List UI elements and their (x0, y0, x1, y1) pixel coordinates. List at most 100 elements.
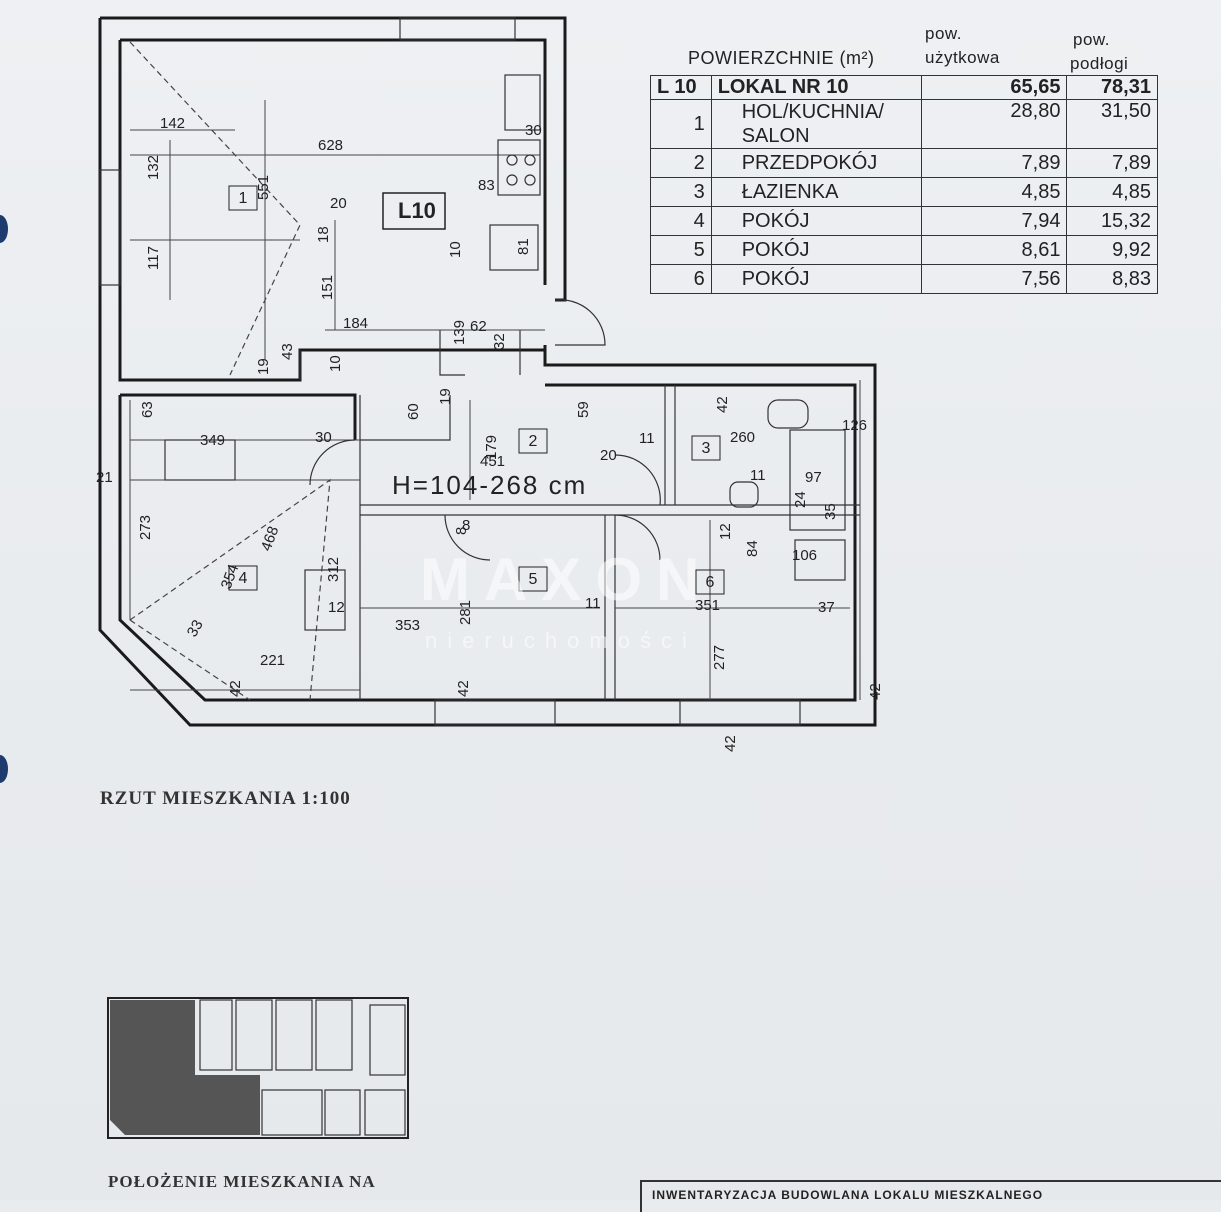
room-number-box (691, 435, 721, 461)
row-usable: 7,56 (920, 264, 1068, 294)
dimension-label: 37 (818, 599, 835, 616)
dimension-label: 11 (639, 430, 655, 447)
dimension-label: 8 (453, 527, 470, 535)
row-name: POKÓJ (710, 206, 922, 236)
room-number: 2 (529, 433, 538, 450)
row-floor: 4,85 (1066, 177, 1158, 207)
dimension-label: 81 (515, 238, 532, 255)
watermark-sub: nieruchomości (425, 628, 697, 653)
dimension-label: 20 (600, 447, 617, 464)
room-number: 3 (702, 440, 711, 457)
punch-hole (0, 215, 8, 243)
dimension-label: 21 (96, 469, 113, 486)
dimension-label: 8 (462, 517, 470, 534)
col-floor-line2: podłogi (1070, 54, 1129, 73)
dimension-label: 42 (455, 680, 472, 697)
dimension-label: 20 (330, 195, 347, 212)
dimension-label: 139 (451, 320, 468, 345)
dimension-label: 179 (483, 435, 500, 460)
row-floor: 7,89 (1066, 148, 1158, 178)
dimension-label: 30 (525, 122, 542, 139)
punch-hole (0, 755, 8, 783)
row-name: POKÓJ (710, 264, 922, 294)
watermark: MAXON (420, 546, 714, 613)
dimension-label: 24 (792, 491, 809, 508)
dimension-label: 11 (585, 595, 601, 612)
row-floor: 8,83 (1066, 264, 1158, 294)
dimension-label: 312 (325, 557, 342, 582)
bottom-title-box: INWENTARYZACJA BUDOWLANA LOKALU MIESZKAL… (640, 1180, 1221, 1212)
dimension-label: 184 (343, 315, 368, 332)
dimension-label: 32 (491, 333, 508, 350)
dimension-label: 353 (395, 617, 420, 634)
dimension-label: 349 (200, 432, 225, 449)
row-name: POKÓJ (710, 235, 922, 265)
dimension-label: 42 (227, 680, 244, 697)
table-row: 2 PRZEDPOKÓJ 7,89 7,89 (650, 148, 1158, 178)
row-no: 3 (650, 177, 712, 207)
plan-scale-caption: RZUT MIESZKANIA 1:100 (100, 788, 351, 809)
dimension-label: 12 (717, 523, 734, 540)
dimension-label: 151 (319, 275, 336, 300)
dimension-label: 33 (184, 617, 207, 640)
dimension-label: 42 (867, 683, 884, 700)
dimension-label: 126 (842, 417, 867, 434)
dimension-label: 10 (447, 241, 464, 258)
row-name: ŁAZIENKA (710, 177, 922, 207)
room-number: 5 (529, 571, 538, 588)
unit-name: LOKAL NR 10 (710, 75, 922, 100)
dimension-label: 117 (145, 246, 162, 270)
row-name-cont: SALON (741, 125, 810, 147)
dimension-label: 221 (260, 652, 285, 669)
dimension-label: 106 (792, 547, 817, 564)
dimension-label: 19 (255, 358, 272, 375)
room-number: 6 (706, 574, 715, 591)
room-number-box (695, 569, 725, 595)
dimension-label: 10 (327, 355, 344, 372)
dimension-label: 351 (695, 597, 720, 614)
unit-floor: 78,31 (1066, 75, 1158, 100)
unit-usable: 65,65 (920, 75, 1068, 100)
room-number-box (228, 565, 258, 591)
unit-label: L10 (398, 198, 436, 223)
dimension-label: 277 (711, 645, 728, 670)
col-usable-line2: użytkowa (925, 48, 1000, 67)
table-unit-row: L 10 LOKAL NR 10 65,65 78,31 (650, 75, 1158, 100)
room-number-box (518, 566, 548, 592)
row-name: PRZEDPOKÓJ (710, 148, 922, 178)
dimension-label: 260 (730, 429, 755, 446)
unit-code: L 10 (650, 75, 712, 100)
bottom-title: INWENTARYZACJA BUDOWLANA LOKALU MIESZKAL… (652, 1188, 1044, 1202)
table-row: 3 ŁAZIENKA 4,85 4,85 (650, 177, 1158, 207)
dimension-label: 628 (318, 137, 343, 154)
dimension-label: 281 (457, 600, 474, 625)
row-usable: 28,80 (920, 99, 1068, 149)
dimension-label: 59 (575, 401, 592, 418)
room-number: 1 (239, 190, 248, 207)
location-caption: POŁOŻENIE MIESZKANIA NA (108, 1172, 376, 1191)
row-no: 2 (650, 148, 712, 178)
dimension-label: 97 (805, 469, 822, 486)
dimension-label: 132 (145, 155, 162, 180)
dimension-label: 30 (315, 429, 332, 446)
table-row: 6 POKÓJ 7,56 8,83 (650, 264, 1158, 294)
room-number: 4 (239, 570, 248, 587)
dimension-label: 142 (160, 115, 185, 132)
col-usable-line1: pow. (925, 24, 962, 43)
row-no: 1 (650, 99, 712, 149)
row-no: 6 (650, 264, 712, 294)
row-name: HOL/KUCHNIA/ (741, 101, 884, 123)
row-floor: 9,92 (1066, 235, 1158, 265)
dimension-label: 12 (328, 599, 345, 616)
dimension-label: 84 (744, 540, 761, 557)
room-number-box (518, 428, 548, 454)
dimension-label: 11 (750, 467, 766, 484)
table-row: 5 POKÓJ 8,61 9,92 (650, 235, 1158, 265)
table-row: 1 HOL/KUCHNIA/SALON 28,80 31,50 (650, 99, 1158, 149)
col-floor-line1: pow. (1073, 30, 1110, 49)
table-row: 4 POKÓJ 7,94 15,32 (650, 206, 1158, 236)
dimension-label: 18 (315, 226, 332, 243)
dimension-label: 35 (822, 503, 839, 520)
dimension-label: 42 (722, 735, 739, 752)
